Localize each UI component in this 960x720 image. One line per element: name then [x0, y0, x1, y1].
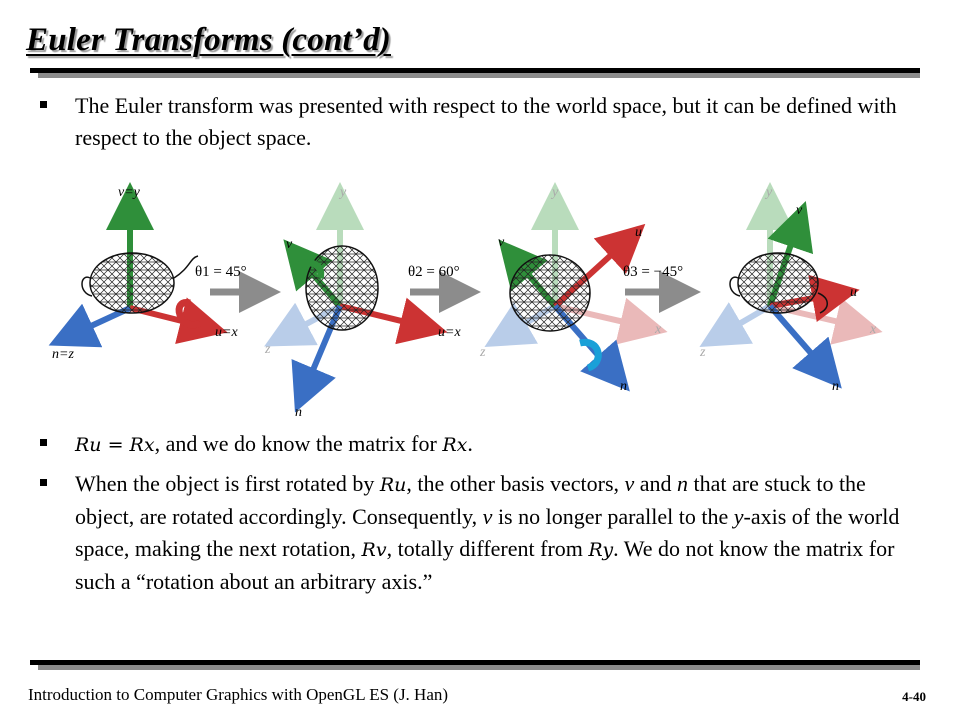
slide-title: Euler Transforms (cont’d): [26, 22, 391, 58]
bullet-3-text: When the object is first rotated by Ru, …: [75, 471, 900, 594]
page-number: 4-40: [902, 689, 926, 704]
bullet-square: [40, 101, 47, 108]
svg-text:z: z: [699, 345, 706, 360]
bullet-3: When the object is first rotated by Ru, …: [40, 468, 910, 598]
bullet-2-mid: , and we do know the matrix for: [154, 431, 443, 456]
svg-text:y: y: [338, 185, 347, 200]
figure-svg: v=y u=x n=z θ1 = 45° y z v u=x n θ2 = 60…: [48, 182, 883, 420]
label-u-eq-x-1: u=x: [215, 325, 238, 340]
label-u-eq-x-2: u=x: [438, 325, 461, 340]
bullet-1: The Euler transform was presented with r…: [40, 90, 910, 154]
symbol-rv: Rv: [361, 539, 387, 561]
label-n-eq-z: n=z: [52, 347, 74, 362]
theta-2-label: θ2 = 60°: [408, 264, 460, 280]
bullet-2: Ru = Rx, and we do know the matrix for R…: [40, 428, 910, 461]
symbol-v: v: [624, 471, 635, 496]
symbol-ru: Ru: [379, 474, 407, 496]
rotation-arrow-red: [175, 299, 202, 329]
svg-text:x: x: [654, 322, 662, 337]
symbol-y: y: [733, 504, 744, 529]
panel-4: y z x v u n: [699, 182, 883, 394]
label-v-4: v: [796, 203, 803, 218]
bullet-square: [40, 439, 47, 446]
bullet-2-end: .: [467, 431, 473, 456]
label-v-eq-y: v=y: [118, 185, 141, 200]
symbol-n: n: [677, 471, 689, 496]
teapot-1: [89, 252, 175, 314]
label-u-3: u: [635, 225, 642, 240]
theta-3-label: θ3 = −45°: [623, 264, 683, 280]
n-axis-4: [767, 304, 842, 389]
footer-text: Introduction to Computer Graphics with O…: [28, 685, 449, 704]
symbol-ry: Ry: [588, 539, 614, 561]
svg-text:y: y: [550, 185, 559, 200]
teapot-4: [737, 252, 819, 314]
svg-text:z: z: [479, 345, 486, 360]
bullet-square: [40, 479, 47, 486]
bullet-1-text: The Euler transform was presented with r…: [75, 93, 897, 150]
panel-3: y z x v u n: [479, 182, 668, 394]
symbol-rx: Rx: [442, 434, 468, 456]
label-n-2: n: [295, 405, 302, 420]
panel-2: y z v u=x n: [264, 182, 461, 420]
teapot-2: [305, 245, 379, 331]
bullet-2-text: Ru = Rx, and we do know the matrix for R…: [75, 428, 910, 461]
bottom-rule: [30, 660, 920, 670]
svg-text:z: z: [264, 342, 271, 357]
label-u-4: u: [850, 285, 857, 300]
rotation-arrow-green: [292, 259, 325, 280]
rotation-arrow-cyan: [579, 338, 602, 372]
label-v-2: v: [286, 237, 293, 252]
euler-transform-figure: v=y u=x n=z θ1 = 45° y z v u=x n θ2 = 60…: [40, 178, 920, 423]
eq-ru-rx: Ru = Rx: [75, 434, 155, 456]
label-v-3: v: [498, 235, 505, 250]
svg-text:x: x: [869, 322, 877, 337]
label-n-4: n: [832, 379, 839, 394]
n-axis-1: [48, 303, 132, 348]
label-n-3: n: [620, 379, 627, 394]
teapot-3: [509, 254, 591, 332]
symbol-v-2: v: [482, 504, 493, 529]
theta-1-label: θ1 = 45°: [195, 264, 247, 280]
panel-1: v=y u=x n=z: [48, 182, 238, 362]
svg-text:y: y: [764, 185, 773, 200]
top-rule: [30, 68, 920, 78]
